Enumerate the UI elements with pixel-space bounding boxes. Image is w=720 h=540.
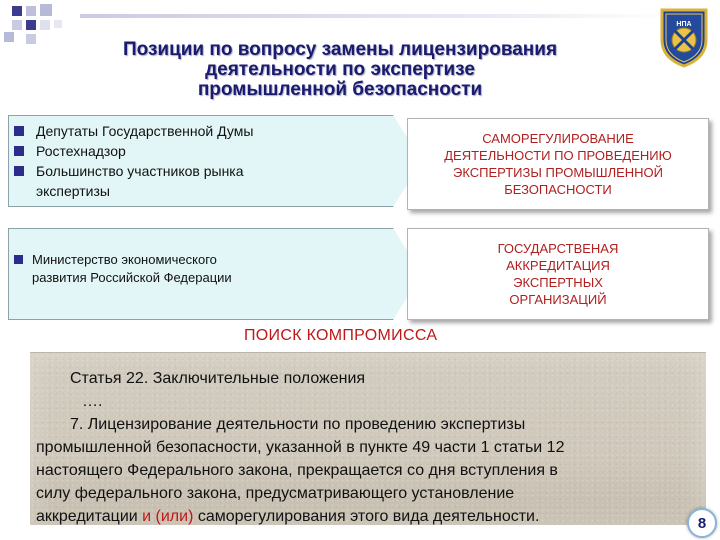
option-self-regulation: САМОРЕГУЛИРОВАНИЕ ДЕЯТЕЛЬНОСТИ ПО ПРОВЕД… [407, 118, 709, 210]
title-line-1: Позиции по вопросу замены лицензирования [122, 39, 558, 60]
list-item-label: Ростехнадзор [36, 143, 126, 159]
emblem-logo-icon: НПА [656, 4, 712, 68]
logo-text: НПА [676, 21, 691, 28]
page-number-badge: 8 [687, 508, 717, 538]
square-bullet-icon [14, 166, 24, 176]
article-line-1: 7. Лицензирование деятельности по провед… [70, 416, 526, 433]
list-item-label: Министерство экономического развития Рос… [32, 252, 232, 285]
list-item: Ростехнадзор [14, 142, 126, 160]
list-item: Большинство участников рынка [14, 162, 244, 180]
article-line-3: настоящего Федерального закона, прекраща… [36, 462, 558, 479]
list-item: Министерство экономического развития Рос… [14, 251, 232, 287]
square-bullet-icon [14, 146, 24, 156]
positions-panel-ministry [8, 228, 422, 320]
article-line-4: силу федерального закона, предусматриваю… [36, 485, 515, 502]
article-ellipsis: …. [82, 393, 103, 410]
square-bullet-icon [14, 255, 23, 264]
compromise-heading: ПОИСК КОМПРОМИССА [244, 327, 438, 344]
article-heading: Статья 22. Заключительные положения [70, 370, 366, 387]
option-state-accreditation: ГОСУДАРСТВЕНАЯ АККРЕДИТАЦИЯ ЭКСПЕРТНЫХ О… [407, 228, 709, 320]
positions-panel-supporters [8, 115, 422, 207]
list-item: Депутаты Государственной Думы [14, 122, 253, 140]
title-line-2: деятельности по экспертизе [205, 59, 475, 80]
list-item-continuation: экспертизы [36, 183, 110, 199]
article-line-5: аккредитации и (или) саморегулирования э… [36, 508, 540, 525]
list-item-label: Большинство участников рынка [36, 163, 244, 179]
page-title: Позиции по вопросу замены лицензирования… [80, 40, 600, 100]
header-rule [80, 14, 670, 18]
list-item-label: Депутаты Государственной Думы [36, 123, 254, 139]
square-bullet-icon [14, 126, 24, 136]
article-line-2: промышленной безопасности, указанной в п… [36, 439, 565, 456]
title-line-3: промышленной безопасности [197, 79, 483, 100]
law-article-excerpt: Статья 22. Заключительные положения …. 7… [30, 352, 706, 525]
